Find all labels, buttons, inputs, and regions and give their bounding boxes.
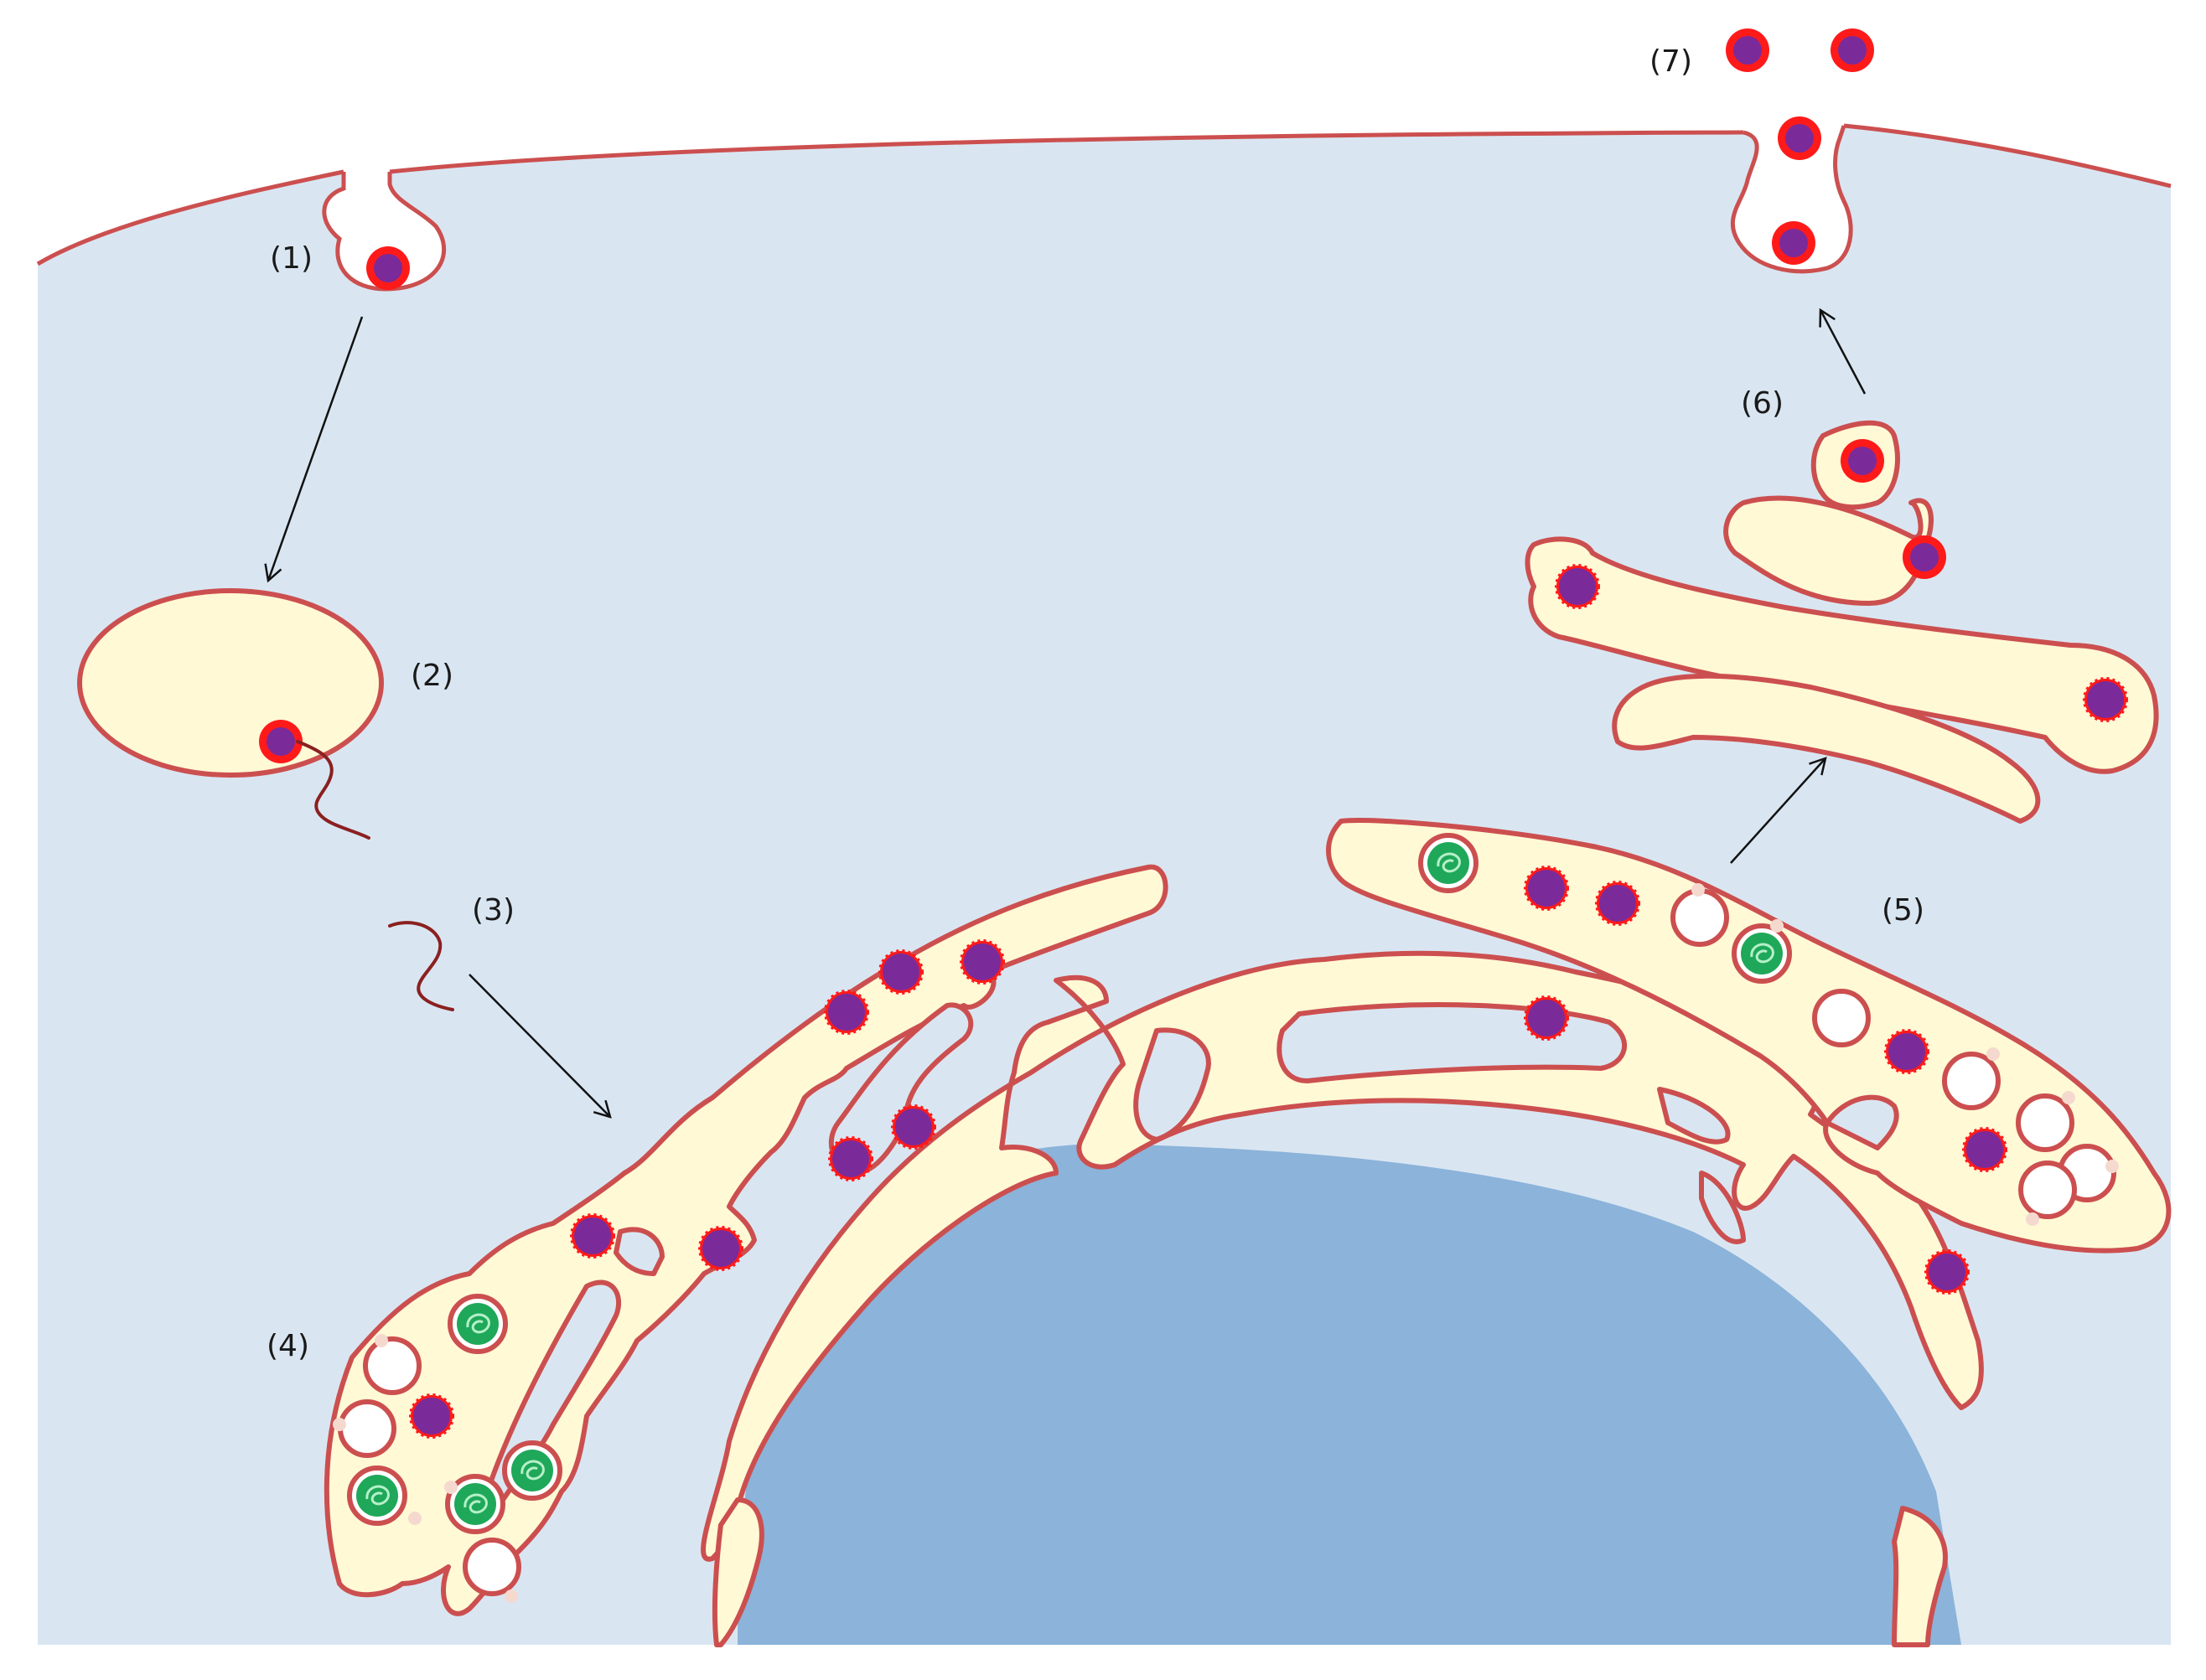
endosome bbox=[77, 588, 384, 778]
budding-virion-icon bbox=[824, 990, 869, 1035]
double-membrane-vesicle-icon bbox=[1815, 991, 1868, 1045]
budding-virion-icon bbox=[878, 949, 924, 995]
budding-virion-icon bbox=[891, 1104, 936, 1150]
replication-complex-icon bbox=[450, 1296, 505, 1352]
double-membrane-vesicle-icon bbox=[340, 1402, 394, 1455]
step-label-3: (3) bbox=[472, 893, 515, 928]
step-label-4: (4) bbox=[267, 1329, 309, 1363]
double-membrane-vesicle-icon bbox=[465, 1540, 519, 1594]
step-label-2: (2) bbox=[411, 659, 453, 693]
budding-virion-icon bbox=[1884, 1029, 1929, 1074]
replication-complex-icon bbox=[1734, 926, 1789, 981]
step-label-1: (1) bbox=[270, 241, 313, 276]
budding-virion-icon bbox=[570, 1213, 615, 1259]
nucleus bbox=[738, 1144, 1961, 1645]
double-membrane-vesicle-icon bbox=[1673, 891, 1727, 944]
virion-icon bbox=[1831, 28, 1874, 72]
arrow-icon bbox=[469, 974, 612, 1119]
double-membrane-vesicle-icon bbox=[1944, 1054, 1998, 1108]
replication-complex-icon bbox=[1421, 835, 1476, 891]
virion-icon bbox=[1841, 439, 1884, 483]
budding-virion-icon bbox=[1524, 995, 1569, 1041]
rna-strands bbox=[296, 740, 454, 1011]
virion-icon bbox=[1778, 116, 1821, 160]
budding-virion-icon bbox=[1524, 866, 1569, 911]
arrow-icon bbox=[1730, 757, 1827, 864]
arrow-icon bbox=[1819, 308, 1867, 395]
budding-virion-icon bbox=[960, 939, 1005, 985]
budding-virion-icon bbox=[1555, 564, 1600, 609]
rna-strand-icon bbox=[296, 740, 370, 840]
budding-virion-icon bbox=[698, 1226, 743, 1271]
budding-virion-icon bbox=[409, 1393, 454, 1439]
double-membrane-vesicle-icon bbox=[2018, 1096, 2072, 1150]
exocytic-pit bbox=[1730, 125, 1853, 274]
step-label-6: (6) bbox=[1741, 386, 1784, 421]
arrow-icon bbox=[264, 316, 364, 583]
step-labels: (1) (2) (3) (4) (5) (6) (7) bbox=[267, 44, 1924, 1363]
rna-strand-icon bbox=[388, 921, 454, 1011]
golgi-apparatus bbox=[1525, 495, 2159, 824]
replication-complex-icon bbox=[350, 1468, 405, 1523]
step-label-7: (7) bbox=[1649, 44, 1692, 79]
process-arrows bbox=[264, 308, 1867, 1119]
budding-virion-icon bbox=[1962, 1127, 2007, 1172]
double-membrane-vesicle-icon bbox=[2021, 1163, 2074, 1217]
virion-icon bbox=[1772, 221, 1815, 265]
budding-virion-icon bbox=[1924, 1249, 1970, 1295]
virion-icon bbox=[366, 246, 410, 290]
step-label-5: (5) bbox=[1882, 893, 1924, 928]
budding-virion-icon bbox=[1595, 881, 1640, 926]
double-membrane-vesicle-icon bbox=[365, 1339, 419, 1393]
virion-icon bbox=[1726, 28, 1769, 72]
virion-icon bbox=[1903, 535, 1946, 579]
replication-complex-icon bbox=[505, 1443, 560, 1498]
budding-virion-icon bbox=[2083, 677, 2128, 722]
budding-virion-icon bbox=[828, 1136, 873, 1181]
